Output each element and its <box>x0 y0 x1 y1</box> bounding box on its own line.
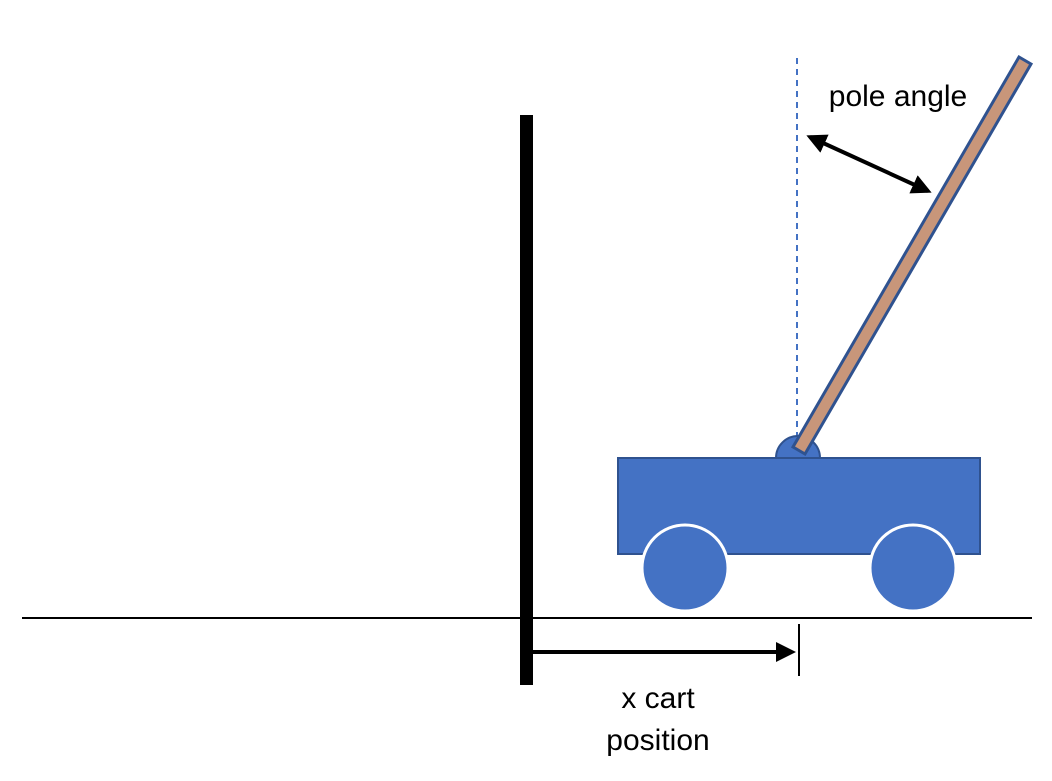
pole <box>790 54 1034 457</box>
x-position-label-line1: x cart <box>621 682 695 715</box>
x-position-label-line2: position <box>606 724 709 757</box>
pole-angle-label: pole angle <box>829 80 967 113</box>
cart-wheel-right <box>868 523 958 613</box>
origin-wall <box>520 115 533 685</box>
cart-wheel-left <box>640 523 730 613</box>
pole-angle-arrow <box>806 134 932 194</box>
